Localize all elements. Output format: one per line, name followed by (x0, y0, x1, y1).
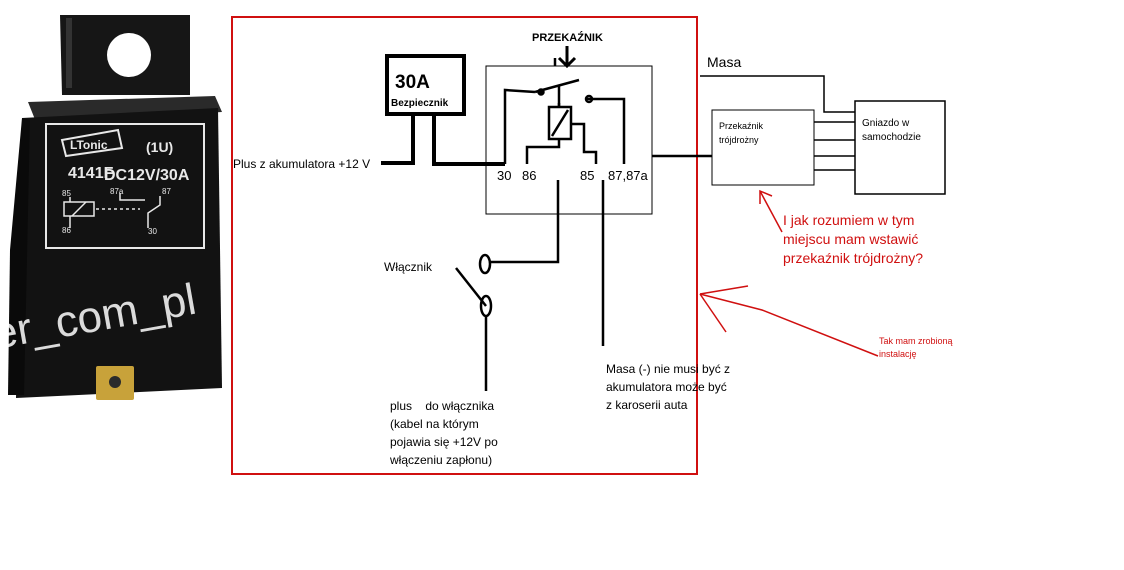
car-socket-line-2: samochodzie (862, 132, 921, 143)
fuse-relay-wire (432, 114, 505, 166)
wire-masa-socket (700, 75, 855, 113)
photo-pin-87a: 87a (110, 187, 124, 196)
question-line-1: I jak rozumiem w tym (783, 212, 914, 228)
car-socket-box (854, 100, 946, 195)
mounting-hole (107, 33, 151, 77)
photo-pin-85: 85 (62, 189, 71, 198)
switch-feed-line-2: (kabel na którym (390, 417, 479, 431)
done-line-2: instalację (879, 349, 917, 359)
photo-pin-87: 87 (162, 187, 171, 196)
photo-pin-86: 86 (62, 226, 71, 235)
rating-label: DC12V/30A (104, 167, 190, 184)
model-number: 4141F (68, 165, 114, 182)
switch-feed-line-4: włączeniu zapłonu) (389, 453, 492, 467)
relay-type-marking: (1U) (146, 139, 173, 155)
switch-label: Włącznik (384, 260, 433, 274)
switch-feed-line-3: pojawia się +12V po (390, 435, 498, 449)
fuse-box (385, 54, 466, 116)
relay-internals (503, 58, 626, 164)
question-line-2: miejscu mam wstawić (783, 231, 918, 247)
fuse-value: 30A (395, 72, 430, 93)
fuse-label: Bezpiecznik (391, 98, 449, 109)
relay-socket-wires (814, 121, 855, 171)
pin-86-label: 86 (522, 168, 536, 183)
ignition-switch (455, 253, 493, 391)
relay-arrow-icon (557, 46, 577, 69)
ground-note-line-3: z karoserii auta (606, 398, 688, 412)
car-socket-line-1: Gniazdo w (862, 118, 910, 129)
wire-86-switch (490, 180, 560, 264)
masa-label: Masa (707, 54, 741, 70)
three-way-relay-box (711, 109, 815, 186)
relay-title: PRZEKAŹNIK (532, 31, 603, 44)
ground-note: Masa (-) nie musi być z akumulatora może… (606, 362, 730, 412)
done-note: Tak mam zrobioną instalację (879, 336, 953, 359)
coil-symbol (63, 193, 161, 228)
battery-plus-label: Plus z akumulatora +12 V (233, 157, 370, 171)
switch-feed-note: plus do włącznika (kabel na którym pojaw… (389, 399, 498, 467)
done-arrow (699, 285, 879, 357)
three-way-relay-line-2: trójdrożny (719, 135, 759, 145)
ground-note-line-2: akumulatora może być (606, 380, 727, 394)
switch-feed-line-1: plus do włącznika (390, 399, 494, 413)
pin-85-label: 85 (580, 168, 594, 183)
done-line-1: Tak mam zrobioną (879, 336, 953, 346)
photo-pin-30: 30 (148, 227, 157, 236)
three-way-relay-line-1: Przekaźnik (719, 121, 764, 131)
question-line-3: przekaźnik trójdrożny? (783, 250, 923, 266)
pin-30-label: 30 (497, 168, 511, 183)
pin-87-label: 87,87a (608, 168, 649, 183)
fuse-battery-wire (381, 114, 415, 165)
schematic-frame (231, 16, 698, 475)
ground-note-line-1: Masa (-) nie musi być z (606, 362, 730, 376)
brand-label: LTonic (70, 138, 108, 152)
relay-photo: LTonic (1U) 4141F DC12V/30A 85 87a 87 86… (0, 15, 222, 400)
question-arrow (759, 189, 783, 233)
question-note: I jak rozumiem w tym miejscu mam wstawić… (783, 212, 923, 266)
